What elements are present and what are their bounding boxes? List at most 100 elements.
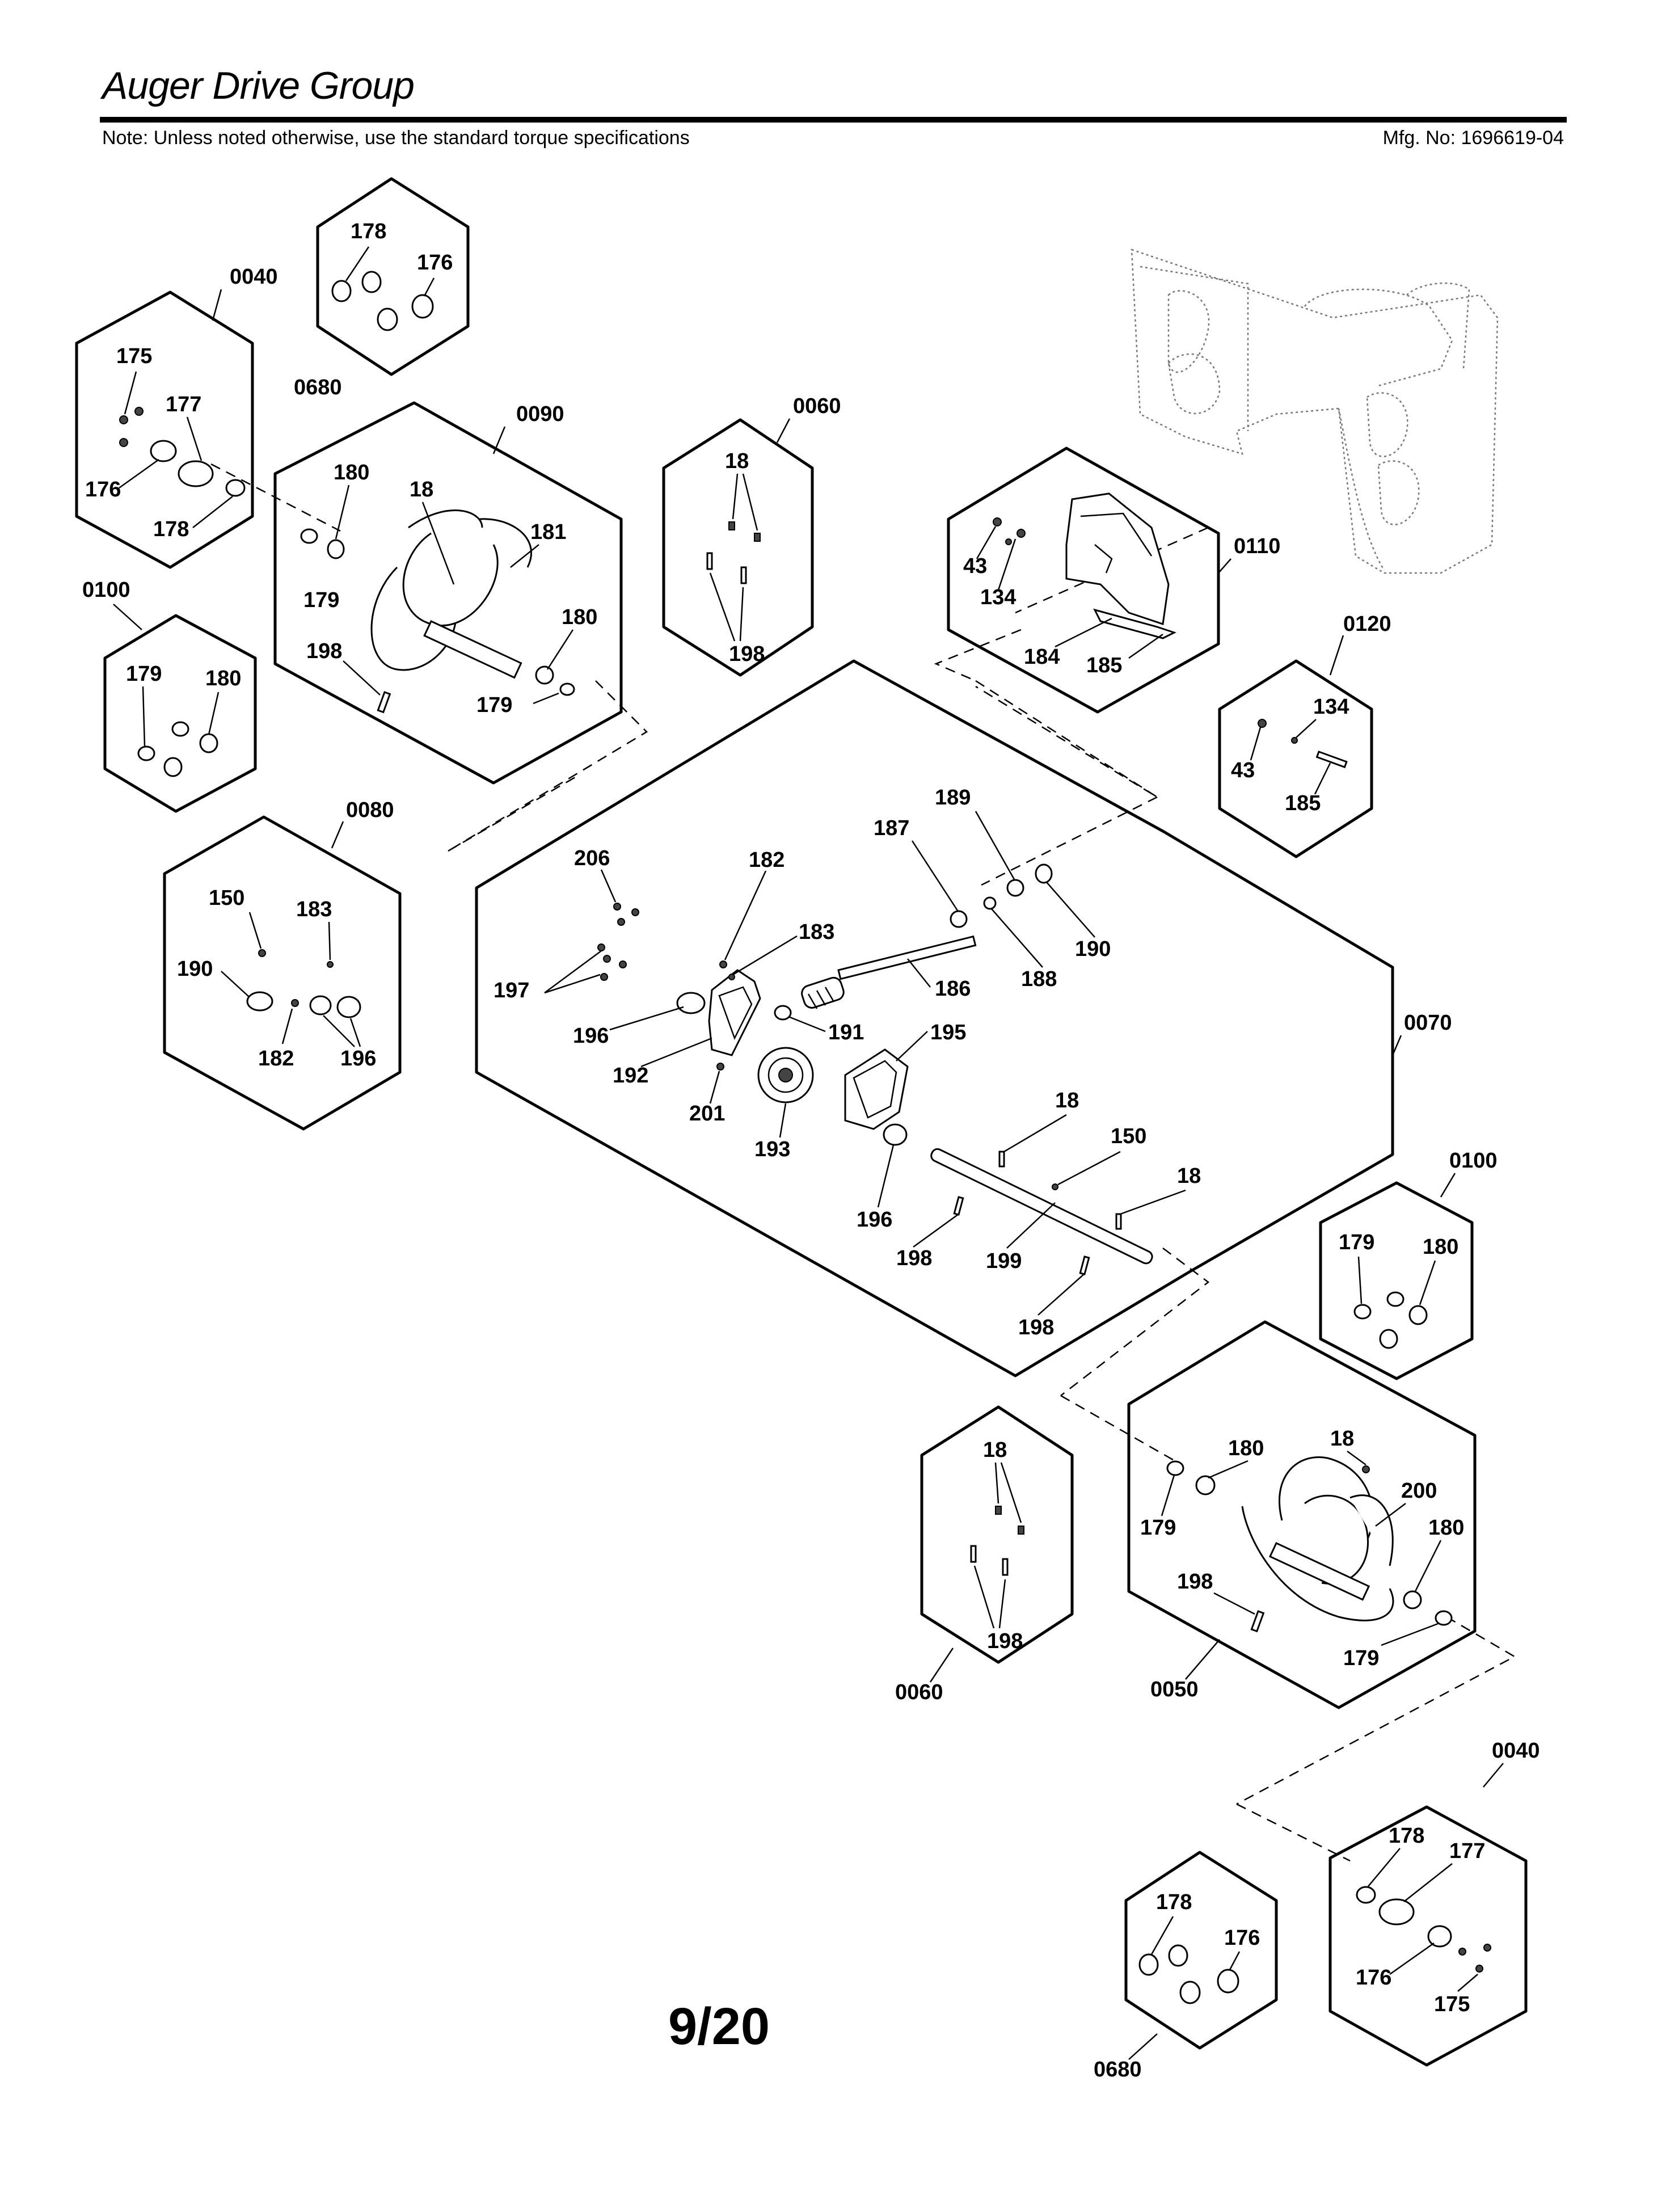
part-label: 175 <box>116 344 152 368</box>
part-label: 176 <box>85 478 121 502</box>
part-label: 196 <box>340 1047 376 1071</box>
part-label: 179 <box>303 588 339 612</box>
part-label: 197 <box>494 979 529 1002</box>
part-label: 18 <box>1055 1089 1079 1113</box>
group-0120: 0120 134 43 185 <box>1218 612 1391 858</box>
page-number: 9/20 <box>668 1998 770 2055</box>
part-label: 189 <box>935 786 971 810</box>
group-label: 0100 <box>82 578 130 602</box>
group-0060-bottom: 0060 18 198 <box>895 1405 1074 1704</box>
group-label: 0120 <box>1343 612 1391 636</box>
auger-housing-outline <box>1131 248 1499 574</box>
part-label: 193 <box>754 1137 790 1161</box>
group-label: 0680 <box>294 376 342 399</box>
part-label: 176 <box>1356 1966 1391 1990</box>
group-0080: 0080 150 183 190 182 196 <box>163 798 402 1131</box>
part-label: 206 <box>574 846 610 870</box>
group-label: 0070 <box>1404 1011 1452 1035</box>
group-0680-bottom: 0680 178 176 <box>1094 1851 1278 2082</box>
group-0110: 0110 43 134 184 185 <box>947 446 1280 714</box>
part-label: 18 <box>1177 1164 1201 1188</box>
part-label: 43 <box>1231 759 1255 782</box>
part-label: 198 <box>306 639 342 663</box>
part-label: 198 <box>896 1246 932 1270</box>
part-label: 176 <box>417 251 453 275</box>
part-label: 177 <box>166 393 201 416</box>
connector-lines <box>210 463 1516 1862</box>
part-label: 176 <box>1224 1926 1260 1950</box>
part-label: 185 <box>1086 654 1122 677</box>
group-0040-bottom: 0040 178 177 176 175 <box>1328 1739 1540 2067</box>
part-label: 18 <box>983 1438 1007 1462</box>
group-label: 0060 <box>793 394 841 418</box>
part-label: 180 <box>1423 1235 1458 1259</box>
group-0040-top: 0040 175 177 176 178 <box>75 265 278 569</box>
part-label: 199 <box>986 1249 1022 1273</box>
part-label: 180 <box>205 667 241 690</box>
part-label: 150 <box>209 886 244 910</box>
part-label: 196 <box>573 1024 609 1048</box>
part-label: 175 <box>1434 1992 1470 2016</box>
torque-note: Note: Unless noted otherwise, use the st… <box>102 127 690 149</box>
part-label: 182 <box>749 848 785 872</box>
group-0060-top: 0060 18 198 <box>662 394 841 677</box>
part-label: 186 <box>935 977 971 1001</box>
group-label: 0040 <box>1492 1739 1540 1763</box>
part-label: 182 <box>258 1047 294 1071</box>
part-label: 195 <box>930 1021 966 1044</box>
group-label: 0110 <box>1234 534 1280 558</box>
part-label: 198 <box>987 1629 1023 1653</box>
part-label: 190 <box>177 957 213 981</box>
part-label: 134 <box>1313 695 1349 719</box>
group-0100-top: 0100 179 180 <box>82 578 257 813</box>
part-label: 198 <box>729 642 765 666</box>
part-label: 187 <box>874 816 909 840</box>
part-label: 179 <box>126 662 162 686</box>
part-label: 198 <box>1177 1570 1213 1594</box>
part-label: 188 <box>1021 967 1057 991</box>
part-label: 180 <box>1428 1516 1464 1540</box>
group-label: 0680 <box>1094 2058 1142 2082</box>
part-label: 179 <box>476 693 512 717</box>
part-label: 183 <box>296 898 332 921</box>
part-label: 181 <box>530 520 566 544</box>
group-0050: 0050 180 18 200 179 180 198 179 <box>1127 1320 1477 1709</box>
group-0680-top: 178 176 0680 <box>294 177 470 399</box>
group-0090: 0090 180 18 181 179 180 198 179 <box>273 401 623 785</box>
part-label: 200 <box>1401 1479 1437 1503</box>
part-label: 177 <box>1449 1839 1485 1863</box>
part-label: 201 <box>689 1102 725 1126</box>
part-label: 179 <box>1339 1231 1374 1254</box>
part-label: 196 <box>857 1208 892 1232</box>
part-label: 178 <box>153 517 189 541</box>
title-rule <box>100 117 1567 123</box>
part-label: 191 <box>828 1021 864 1044</box>
part-label: 18 <box>410 478 433 502</box>
group-label: 0060 <box>895 1680 943 1704</box>
group-label: 0090 <box>516 402 564 426</box>
part-label: 185 <box>1285 791 1321 815</box>
group-0070: 0070 206 182 183 197 196 192 201 193 191… <box>475 659 1452 1377</box>
mfg-number: Mfg. No: 1696619-04 <box>1382 127 1564 149</box>
group-label: 0050 <box>1150 1678 1199 1701</box>
part-label: 178 <box>351 220 386 243</box>
part-label: 180 <box>1228 1436 1264 1460</box>
part-label: 43 <box>963 554 987 578</box>
group-label: 0100 <box>1449 1149 1498 1173</box>
part-label: 184 <box>1024 645 1060 669</box>
part-label: 180 <box>334 461 369 484</box>
part-label: 183 <box>799 920 834 944</box>
part-label: 178 <box>1156 1890 1192 1914</box>
part-label: 18 <box>1330 1427 1354 1451</box>
part-label: 18 <box>725 449 749 473</box>
part-label: 192 <box>613 1064 648 1088</box>
page-title: Auger Drive Group <box>102 64 415 107</box>
group-label: 0040 <box>230 265 278 289</box>
group-0100-bottom: 0100 179 180 <box>1319 1149 1498 1380</box>
part-label: 198 <box>1018 1316 1054 1339</box>
part-label: 180 <box>562 605 597 629</box>
group-label: 0080 <box>346 798 394 822</box>
part-label: 179 <box>1343 1646 1379 1670</box>
part-label: 178 <box>1389 1824 1424 1848</box>
